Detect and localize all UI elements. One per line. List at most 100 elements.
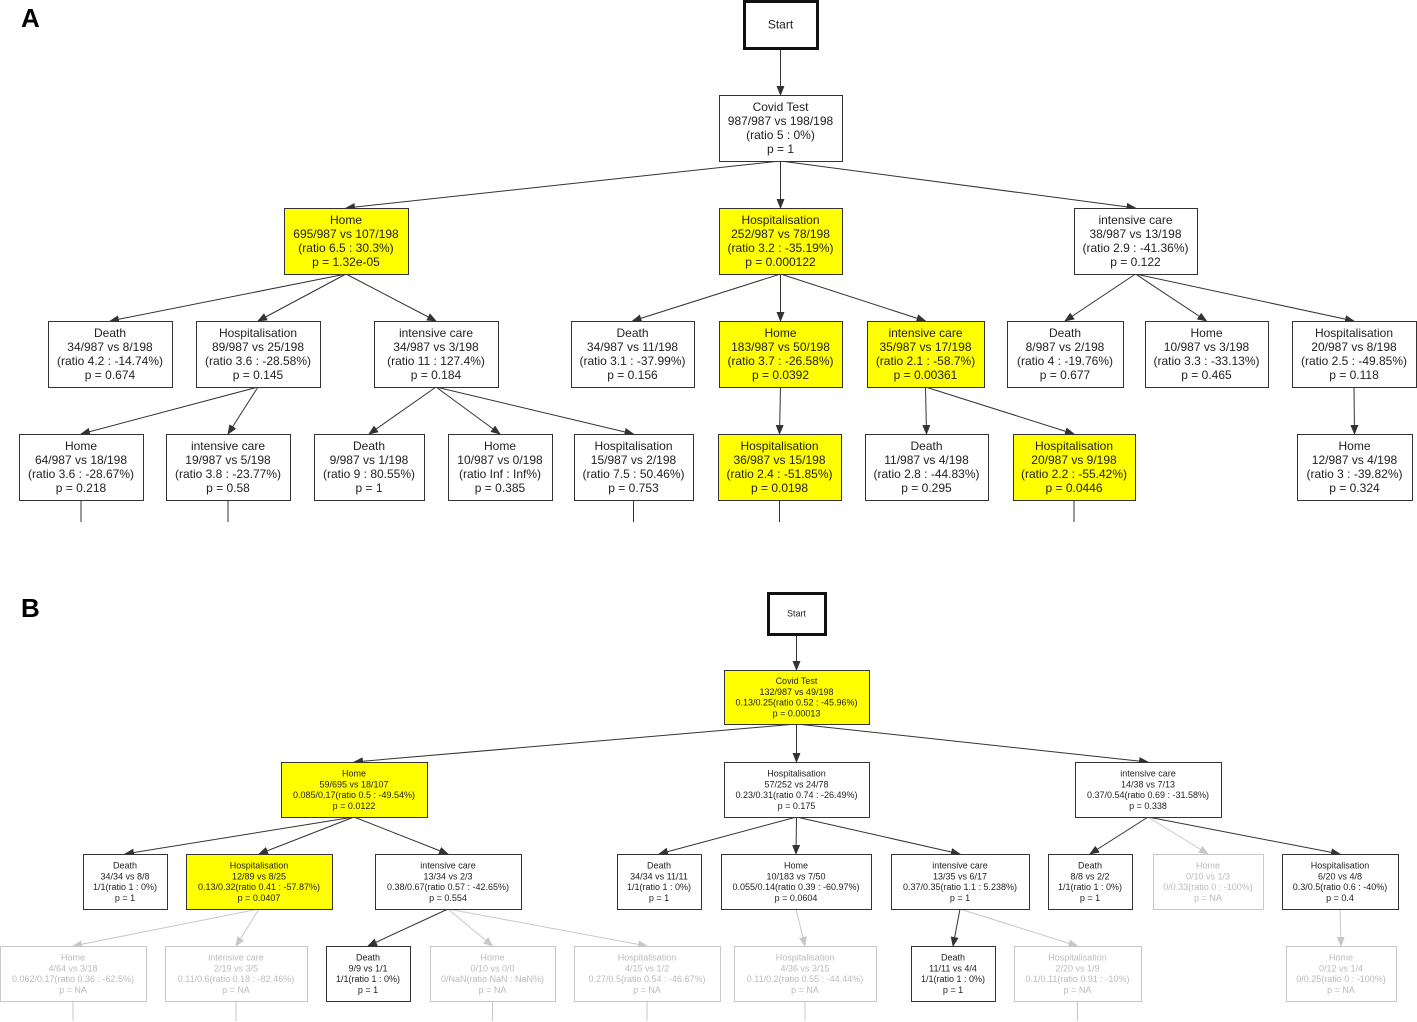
node-stat-line: (ratio 3.6 : -28.67%) — [28, 467, 134, 481]
edge-b3-b10 — [796, 816, 961, 856]
node-stat-line: p = 1 — [950, 893, 970, 903]
node-stat-line: 34/34 vs 11/11 — [630, 871, 688, 881]
node-title: Home — [484, 439, 516, 453]
node-stat-line: p = 0.674 — [85, 368, 136, 382]
node-box — [719, 95, 843, 162]
node-stat-line: 0.27/0.5(ratio 0.54 : -46.67%) — [588, 974, 705, 984]
edge-a3-a8 — [631, 273, 781, 323]
edge-b4-b13 — [1147, 816, 1341, 857]
node-stat-line: 12/987 vs 4/198 — [1312, 453, 1398, 467]
node-title: intensive care — [420, 860, 476, 870]
node-stat-line: p = 0.4 — [1326, 893, 1354, 903]
node-box — [448, 434, 553, 501]
node-stat-line: p = 0.218 — [56, 481, 107, 495]
edge-b2-b5 — [124, 816, 355, 857]
edge-a6-a14 — [80, 386, 259, 436]
node-stat-line: (ratio 2.9 : -41.36%) — [1082, 241, 1188, 255]
edge-b9-b19 — [795, 908, 807, 947]
node-title: Home — [1329, 952, 1353, 962]
node-box — [574, 946, 721, 1002]
node-stat-line: 34/987 vs 11/198 — [587, 340, 679, 354]
node-stat-line: p = NA — [479, 985, 507, 995]
node-stat-line: 11/987 vs 4/198 — [884, 453, 969, 467]
node-stat-line: p = 0.554 — [429, 893, 467, 903]
node-stat-line: 0.13/0.25(ratio 0.52 : -45.96%) — [735, 698, 857, 708]
node-box — [374, 321, 499, 388]
node-title: Death — [94, 326, 126, 340]
edge-a13-a22 — [1350, 386, 1359, 435]
edge-a10-a21 — [925, 386, 1075, 436]
node-stat-line: (ratio 3.2 : -35.19%) — [727, 241, 833, 255]
edge-b7-b17 — [447, 908, 494, 947]
edge-b4-b11 — [1089, 816, 1149, 855]
node-title: Home — [480, 952, 504, 962]
node-stat-line: 695/987 vs 107/198 — [293, 227, 399, 241]
node-stat-line: p = NA — [59, 985, 87, 995]
node-stat-line: 57/252 vs 24/78 — [764, 779, 828, 789]
node-stat-line: 4/36 vs 3/15 — [780, 963, 829, 973]
node-stat-line: 8/8 vs 2/2 — [1070, 871, 1109, 881]
node-stat-line: (ratio 5 : 0%) — [746, 128, 815, 142]
node-stat-line: 1/1(ratio 1 : 0%) — [93, 882, 157, 892]
node-title: Home — [330, 213, 362, 227]
node-stat-line: p = 0.753 — [608, 481, 659, 495]
edge-a4-a12 — [1135, 273, 1208, 322]
edge-a2-a5 — [109, 273, 347, 324]
node-title: Hospitalisation — [219, 326, 297, 340]
node-stat-line: p = 1 — [767, 142, 794, 156]
panel-label-a: A — [21, 3, 40, 33]
node-stat-line: 0.13/0.32(ratio 0.41 : -57.87%) — [198, 882, 320, 892]
node-title: Home — [342, 768, 366, 778]
node-title: intensive care — [191, 439, 265, 453]
node-title: Home — [1338, 439, 1370, 453]
node-stat-line: 183/987 vs 50/198 — [731, 340, 830, 354]
node-box — [1145, 321, 1269, 388]
node-stat-line: p = 1 — [358, 985, 378, 995]
node-stat-line: p = 0.118 — [1329, 368, 1379, 382]
node-stat-line: 0/NaN(ratio NaN : NaN%) — [441, 974, 544, 984]
node-box — [1048, 854, 1133, 910]
node-box — [724, 762, 870, 818]
node-box — [196, 321, 321, 388]
node-box — [718, 434, 842, 501]
node-box — [1297, 434, 1413, 501]
node-box — [891, 854, 1030, 910]
node-stat-line: 89/987 vs 25/198 — [212, 340, 304, 354]
edge-a6-a15 — [227, 386, 259, 435]
edge-b6-b14 — [72, 908, 260, 949]
node-box — [326, 946, 411, 1002]
node-title: Death — [1049, 326, 1081, 340]
node-stat-line: p = 0.295 — [901, 481, 952, 495]
node-stat-line: (ratio 6.5 : 30.3%) — [298, 241, 393, 255]
node-box — [186, 854, 333, 910]
node-title: Hospitalisation — [594, 439, 672, 453]
node-stat-line: (ratio Inf : Inf%) — [459, 467, 541, 481]
node-box — [1153, 854, 1264, 910]
node-stat-line: (ratio 2.2 : -55.42%) — [1021, 467, 1127, 481]
edge-b10-b21 — [959, 908, 1079, 948]
node-title: intensive care — [932, 860, 988, 870]
node-stat-line: 14/38 vs 7/13 — [1121, 779, 1175, 789]
node-title: Home — [784, 860, 808, 870]
edge-b3-b8 — [658, 816, 797, 856]
node-stat-line: p = 1 — [943, 985, 963, 995]
node-stat-line: 1/1(ratio 1 : 0%) — [1058, 882, 1122, 892]
node-stat-line: 13/34 vs 2/3 — [423, 871, 472, 881]
edge-a4-a13 — [1135, 273, 1355, 324]
